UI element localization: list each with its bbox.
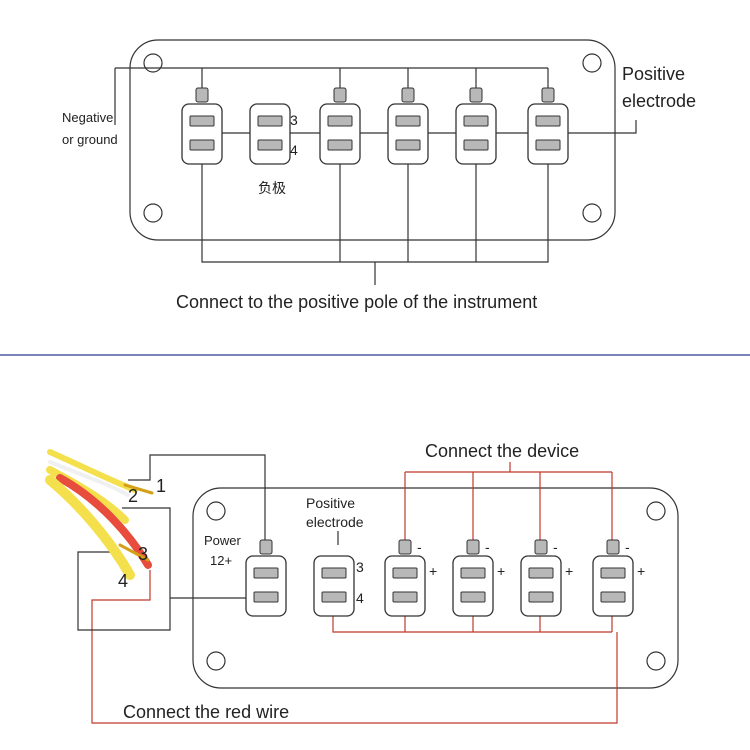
rocker-switch-icon: [245, 539, 287, 617]
ground-red-bus-wire: [332, 612, 613, 633]
mounting-hole-icon: [206, 651, 226, 671]
mounting-hole-icon: [143, 203, 163, 223]
bottom-switch-group: [245, 539, 634, 617]
rocker-switch-icon: [249, 103, 291, 165]
power-label-line1: Power: [204, 533, 242, 548]
ground-bus-wire: [114, 67, 549, 125]
rocker-switch-icon: [384, 539, 426, 617]
rocker-switch-icon: [313, 555, 355, 617]
minus-sign: -: [485, 539, 490, 555]
mounting-hole-icon: [143, 53, 163, 73]
polarity-signs: -+-+-+-+: [417, 539, 645, 579]
power-label-line2: 12+: [210, 553, 232, 568]
mounting-hole-icon: [646, 501, 666, 521]
plus-sign: +: [497, 563, 505, 579]
rocker-switch-icon: [455, 87, 497, 165]
wire-label-1: 1: [156, 476, 166, 496]
plus-sign: +: [429, 563, 437, 579]
pin-label-3: 3: [290, 112, 298, 128]
top-caption: Connect to the positive pole of the inst…: [176, 292, 537, 312]
wire-label-3: 3: [138, 544, 148, 564]
wire-label-2: 2: [128, 486, 138, 506]
mounting-hole-icon: [646, 651, 666, 671]
rocker-switch-icon: [592, 539, 634, 617]
minus-sign: -: [553, 539, 558, 555]
negative-label-line1: Negative: [62, 110, 113, 125]
minus-sign: -: [625, 539, 630, 555]
top-panel: [129, 39, 616, 241]
wire-label-4: 4: [118, 571, 128, 591]
pin-label-4: 4: [356, 590, 364, 606]
mounting-hole-icon: [582, 53, 602, 73]
harness-frame-wire: [77, 507, 171, 631]
bottom-diagram: [77, 454, 679, 724]
instrument-bus-wire: [201, 152, 549, 285]
negative-pole-label: 负极: [258, 180, 286, 196]
negative-label-line2: or ground: [62, 132, 118, 147]
rocker-switch-icon: [452, 539, 494, 617]
pin-label-4: 4: [290, 142, 298, 158]
rocker-switch-icon: [520, 539, 562, 617]
rocker-switch-icon: [319, 87, 361, 165]
power-wire: [128, 454, 266, 540]
positive-label-line1: Positive: [622, 64, 685, 84]
rocker-switch-icon: [181, 87, 223, 165]
connect-red-wire-label: Connect the red wire: [123, 702, 289, 722]
positive-electrode-line1: Positive: [306, 495, 355, 511]
pin-label-3: 3: [356, 559, 364, 575]
mounting-hole-icon: [582, 203, 602, 223]
rocker-switch-icon: [387, 87, 429, 165]
top-switch-group: [181, 87, 569, 165]
positive-electrode-line2: electrode: [306, 514, 364, 530]
mounting-hole-icon: [206, 501, 226, 521]
bottom-panel: [192, 487, 679, 689]
minus-sign: -: [417, 539, 422, 555]
plus-sign: +: [637, 563, 645, 579]
device-bus-wire: [404, 462, 613, 540]
wire-harness: [45, 449, 154, 580]
positive-label-line2: electrode: [622, 91, 696, 111]
red-wire-loop: [91, 570, 618, 724]
plus-sign: +: [565, 563, 573, 579]
rocker-switch-icon: [527, 87, 569, 165]
connect-device-label: Connect the device: [425, 441, 579, 461]
